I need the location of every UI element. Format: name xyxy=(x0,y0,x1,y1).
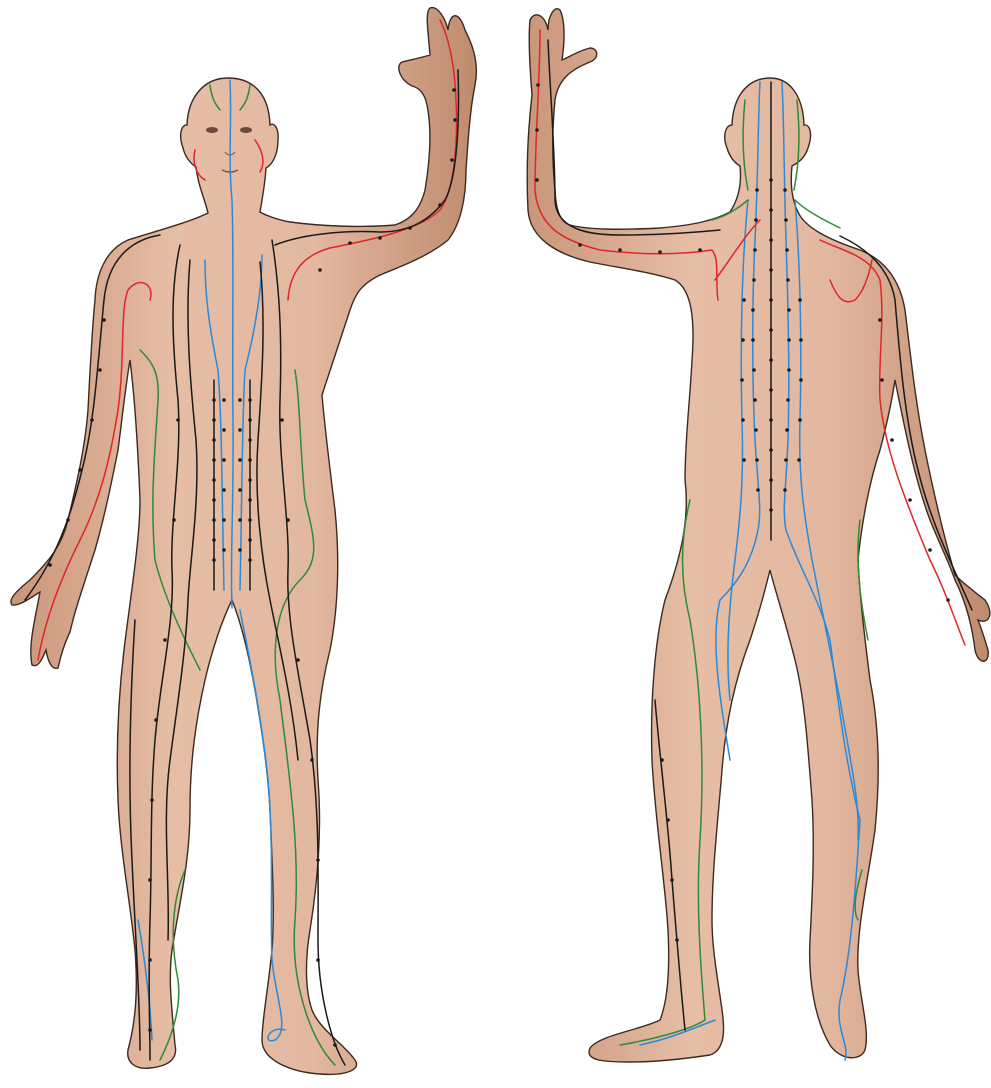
front-view xyxy=(11,8,476,1075)
front-right-eye xyxy=(240,127,252,133)
front-body-silhouette xyxy=(11,8,476,1075)
back-view xyxy=(527,9,990,1062)
front-left-eye xyxy=(206,127,218,133)
